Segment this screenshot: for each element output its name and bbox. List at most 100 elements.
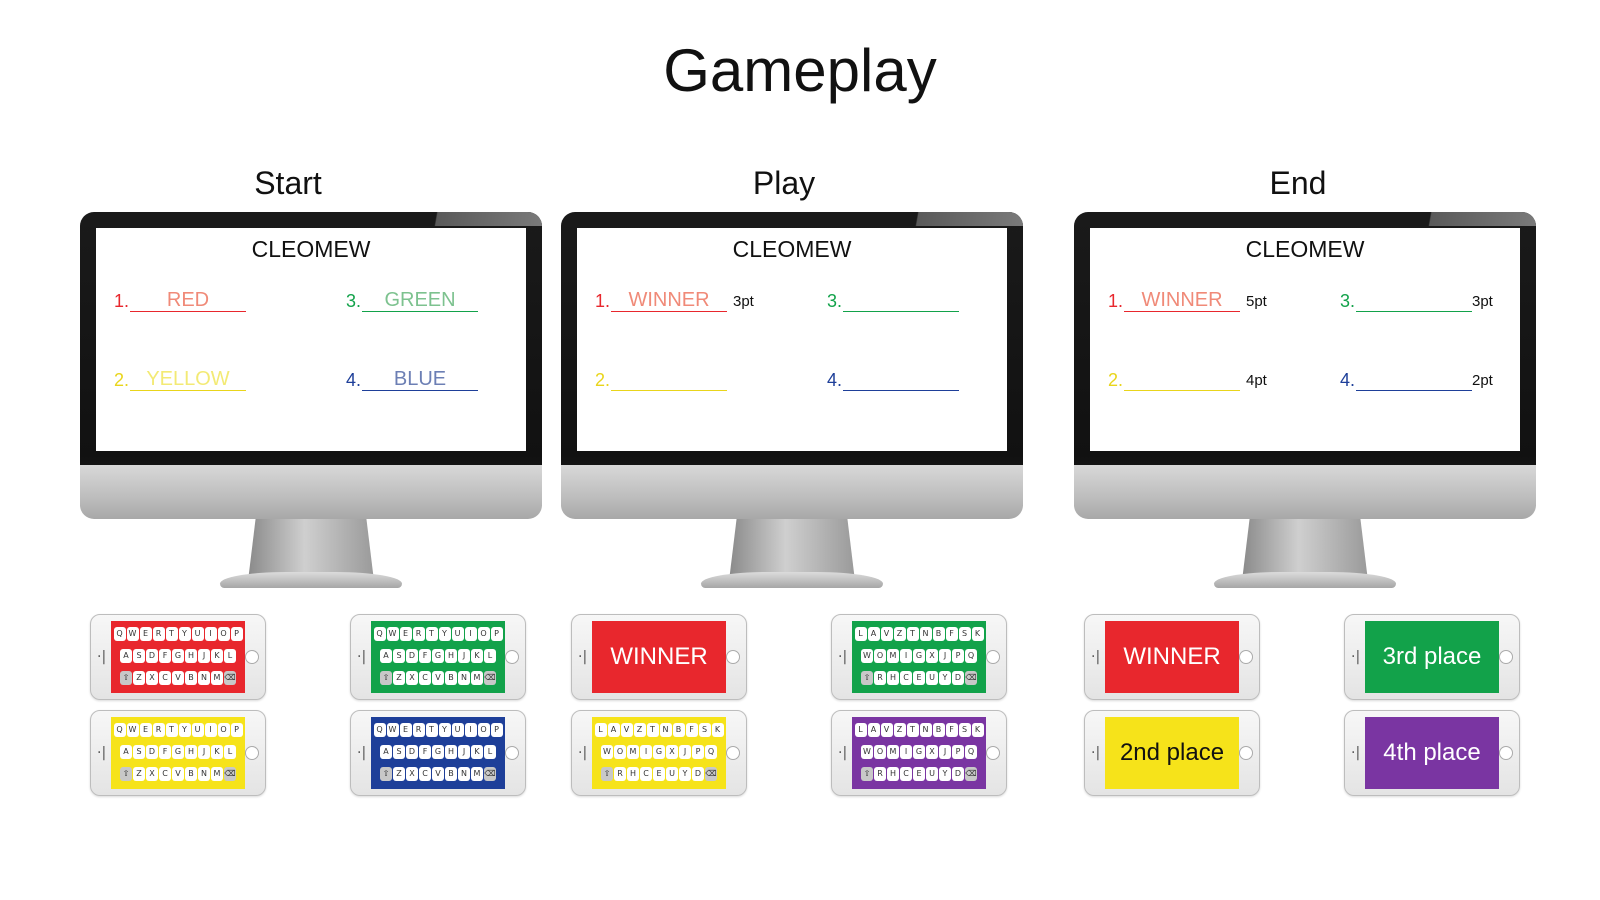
keyboard-key[interactable]: T bbox=[165, 723, 178, 737]
keyboard-key[interactable]: M bbox=[211, 767, 223, 781]
keyboard-key[interactable]: K bbox=[471, 649, 483, 663]
shift-key-icon[interactable]: ⇧ bbox=[861, 671, 873, 685]
keyboard-key[interactable]: F bbox=[945, 627, 958, 641]
keyboard-key[interactable]: C bbox=[159, 671, 171, 685]
keyboard-key[interactable]: V bbox=[432, 671, 444, 685]
keyboard-key[interactable]: T bbox=[165, 627, 178, 641]
keyboard-key[interactable]: M bbox=[887, 745, 899, 759]
keyboard-key[interactable]: C bbox=[900, 671, 912, 685]
keyboard-key[interactable]: Q bbox=[705, 745, 717, 759]
keyboard-key[interactable]: O bbox=[874, 649, 886, 663]
keyboard-key[interactable]: X bbox=[926, 649, 938, 663]
keyboard-key[interactable]: B bbox=[932, 723, 945, 737]
keyboard-key[interactable]: U bbox=[926, 671, 938, 685]
keyboard-key[interactable]: H bbox=[185, 745, 197, 759]
keyboard-key[interactable]: R bbox=[152, 723, 165, 737]
keyboard-key[interactable]: B bbox=[672, 723, 685, 737]
keyboard-key[interactable]: P bbox=[692, 745, 704, 759]
keyboard-key[interactable]: E bbox=[913, 671, 925, 685]
keyboard-key[interactable]: T bbox=[425, 627, 438, 641]
keyboard-key[interactable]: X bbox=[146, 767, 158, 781]
keyboard-key[interactable]: F bbox=[419, 649, 431, 663]
keyboard-key[interactable]: J bbox=[458, 649, 470, 663]
keyboard-key[interactable]: E bbox=[913, 767, 925, 781]
keyboard-key[interactable]: D bbox=[146, 745, 158, 759]
keyboard-key[interactable]: O bbox=[477, 723, 490, 737]
keyboard-key[interactable]: L bbox=[224, 649, 236, 663]
keyboard-key[interactable]: S bbox=[133, 649, 145, 663]
keyboard-key[interactable]: E bbox=[139, 723, 152, 737]
keyboard-key[interactable]: T bbox=[425, 723, 438, 737]
keyboard-key[interactable]: X bbox=[406, 671, 418, 685]
keyboard-key[interactable]: U bbox=[926, 767, 938, 781]
keyboard-key[interactable]: J bbox=[679, 745, 691, 759]
keyboard-key[interactable]: V bbox=[432, 767, 444, 781]
keyboard-key[interactable]: C bbox=[419, 671, 431, 685]
keyboard-key[interactable]: W bbox=[126, 723, 139, 737]
keyboard-key[interactable]: S bbox=[393, 745, 405, 759]
keyboard-key[interactable]: K bbox=[971, 723, 984, 737]
keyboard-key[interactable]: Z bbox=[133, 767, 145, 781]
keyboard-key[interactable]: W bbox=[386, 723, 399, 737]
keyboard-key[interactable]: S bbox=[958, 723, 971, 737]
backspace-key-icon[interactable]: ⌫ bbox=[224, 767, 236, 781]
keyboard-key[interactable]: M bbox=[471, 767, 483, 781]
keyboard-key[interactable]: O bbox=[217, 723, 230, 737]
shift-key-icon[interactable]: ⇧ bbox=[601, 767, 613, 781]
keyboard-key[interactable]: D bbox=[406, 649, 418, 663]
keyboard-key[interactable]: C bbox=[640, 767, 652, 781]
keyboard-key[interactable]: L bbox=[594, 723, 607, 737]
keyboard-key[interactable]: Y bbox=[438, 723, 451, 737]
backspace-key-icon[interactable]: ⌫ bbox=[965, 671, 977, 685]
keyboard-key[interactable]: Q bbox=[373, 723, 386, 737]
keyboard-key[interactable]: Z bbox=[893, 627, 906, 641]
keyboard-key[interactable]: G bbox=[913, 745, 925, 759]
keyboard-key[interactable]: P bbox=[952, 649, 964, 663]
keyboard-key[interactable]: M bbox=[887, 649, 899, 663]
keyboard-key[interactable]: W bbox=[861, 745, 873, 759]
keyboard-key[interactable]: E bbox=[399, 723, 412, 737]
keyboard-key[interactable]: Q bbox=[965, 649, 977, 663]
keyboard-key[interactable]: A bbox=[120, 649, 132, 663]
keyboard-key[interactable]: H bbox=[445, 745, 457, 759]
keyboard-key[interactable]: I bbox=[900, 745, 912, 759]
keyboard-key[interactable]: O bbox=[614, 745, 626, 759]
keyboard-key[interactable]: H bbox=[887, 767, 899, 781]
keyboard-key[interactable]: D bbox=[146, 649, 158, 663]
keyboard-key[interactable]: H bbox=[887, 671, 899, 685]
keyboard-key[interactable]: W bbox=[861, 649, 873, 663]
backspace-key-icon[interactable]: ⌫ bbox=[484, 671, 496, 685]
keyboard-key[interactable]: W bbox=[386, 627, 399, 641]
keyboard-key[interactable]: H bbox=[445, 649, 457, 663]
keyboard-key[interactable]: K bbox=[971, 627, 984, 641]
keyboard-key[interactable]: M bbox=[471, 671, 483, 685]
keyboard-key[interactable]: I bbox=[464, 627, 477, 641]
keyboard-key[interactable]: R bbox=[874, 671, 886, 685]
keyboard-key[interactable]: L bbox=[854, 627, 867, 641]
keyboard-key[interactable]: Q bbox=[965, 745, 977, 759]
keyboard-key[interactable]: F bbox=[159, 745, 171, 759]
keyboard-key[interactable]: U bbox=[191, 723, 204, 737]
backspace-key-icon[interactable]: ⌫ bbox=[705, 767, 717, 781]
keyboard-key[interactable]: P bbox=[490, 627, 503, 641]
keyboard-key[interactable]: J bbox=[198, 649, 210, 663]
keyboard-key[interactable]: D bbox=[692, 767, 704, 781]
keyboard-key[interactable]: N bbox=[919, 627, 932, 641]
keyboard-key[interactable]: F bbox=[685, 723, 698, 737]
keyboard-key[interactable]: E bbox=[653, 767, 665, 781]
keyboard-key[interactable]: W bbox=[126, 627, 139, 641]
keyboard-key[interactable]: I bbox=[204, 723, 217, 737]
keyboard-key[interactable]: R bbox=[152, 627, 165, 641]
keyboard-key[interactable]: S bbox=[698, 723, 711, 737]
keyboard-key[interactable]: N bbox=[198, 671, 210, 685]
keyboard-key[interactable]: C bbox=[900, 767, 912, 781]
keyboard-key[interactable]: J bbox=[458, 745, 470, 759]
keyboard-key[interactable]: U bbox=[666, 767, 678, 781]
keyboard-key[interactable]: X bbox=[146, 671, 158, 685]
keyboard-key[interactable]: G bbox=[913, 649, 925, 663]
